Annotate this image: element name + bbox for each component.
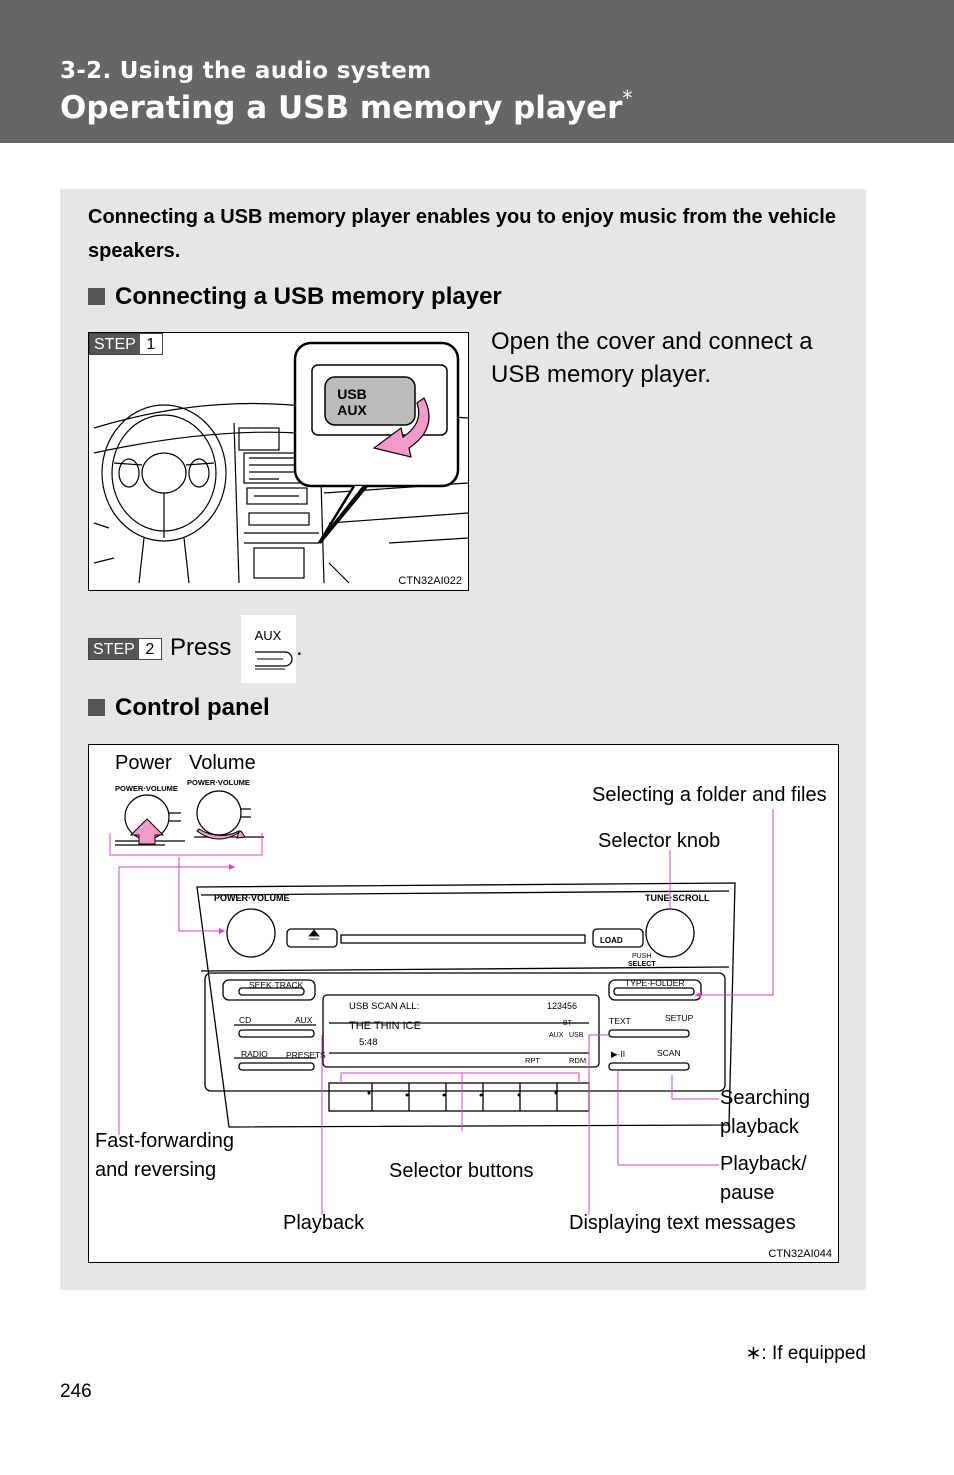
callout-selector-knob: Selector knob <box>598 830 721 852</box>
usb-port-label: USB <box>337 386 367 402</box>
callout-playback: Playback <box>283 1212 365 1234</box>
figure-code: CTN32AI022 <box>398 575 462 587</box>
audio-unit-illustration: POWER·VOLUME POWER·VOLUME <box>109 778 832 1260</box>
step-1-instruction: Open the cover and connect a USB memory … <box>491 328 813 388</box>
power-press-arrow-icon <box>129 818 165 845</box>
callout-playpause-line-1: Playback/ <box>720 1153 807 1175</box>
inset-power-volume-label-2: POWER·VOLUME <box>187 778 250 787</box>
select-label: SELECT <box>628 961 656 968</box>
step-badge-label: STEP <box>90 334 140 354</box>
callout-playpause-line-2: pause <box>720 1182 775 1204</box>
aux-button-illustration: AUX <box>241 615 296 683</box>
callout-fast-forwarding: Fast-forwarding and reversing <box>95 1127 234 1185</box>
step-badge-number: 1 <box>139 334 162 354</box>
unit-power-volume-label: POWER·VOLUME <box>214 893 290 903</box>
display-usb-tag: USB <box>569 1032 584 1039</box>
square-bullet-icon <box>88 288 105 305</box>
callout-searching-line-1: Searching <box>720 1087 811 1109</box>
callout-displaying-text: Displaying text messages <box>569 1212 796 1234</box>
callout-selecting-folder-files: Selecting a folder and files <box>592 784 827 806</box>
eject-icon <box>308 929 320 940</box>
callout-searching: Searching playback <box>720 1084 810 1142</box>
aux-button-label: AUX <box>255 628 282 643</box>
setup-button-label: SETUP <box>665 1013 694 1023</box>
if-equipped-mark: * <box>622 86 633 110</box>
callout-volume: Volume <box>189 752 256 774</box>
cd-button-label: CD <box>239 1015 251 1025</box>
open-cover-arrow-icon <box>372 397 430 458</box>
page-header: 3-2. Using the audio system Operating a … <box>0 0 954 143</box>
volume-rotate-arrow-icon <box>196 828 246 840</box>
text-button-label: TEXT <box>609 1016 631 1026</box>
aux-button-label-unit: AUX <box>295 1015 313 1025</box>
control-panel-heading: Control panel <box>88 694 270 722</box>
display-bt-tag: BT <box>563 1020 573 1027</box>
page-number: 246 <box>60 1381 92 1402</box>
step-badge-label: STEP <box>89 639 139 659</box>
radio-button-label: RADIO <box>241 1049 268 1059</box>
display-track-digits: 123456 <box>547 1001 577 1011</box>
callout-power: Power <box>115 752 172 774</box>
display-rdm-label: RDM <box>569 1056 586 1065</box>
aux-button-icon: AUX <box>255 628 293 670</box>
load-button-label: LOAD <box>600 936 623 945</box>
unit-tune-scroll-label: TUNE·SCROLL <box>645 893 710 903</box>
section-label: 3-2. Using the audio system <box>60 58 432 84</box>
display-aux-tag: AUX <box>549 1032 564 1039</box>
connecting-heading: Connecting a USB memory player <box>88 283 502 311</box>
display-line-1: USB SCAN ALL: <box>349 1001 419 1012</box>
page-title-text: Operating a USB memory player <box>60 90 623 126</box>
step-badge-number: 2 <box>138 639 161 659</box>
control-panel-heading-text: Control panel <box>115 694 270 721</box>
display-time: 5:48 <box>359 1037 378 1048</box>
aux-port-label: AUX <box>337 402 367 418</box>
presets-button-label: PRESETS <box>286 1050 326 1060</box>
control-panel-figure: POWER·VOLUME POWER·VOLUME <box>88 744 839 1263</box>
connecting-heading-text: Connecting a USB memory player <box>115 283 502 310</box>
type-folder-label: TYPE·FOLDER <box>625 978 685 988</box>
inset-power-volume-label-1: POWER·VOLUME <box>115 784 178 793</box>
figure-code-2: CTN32AI044 <box>768 1248 832 1260</box>
callout-selector-buttons: Selector buttons <box>389 1160 534 1182</box>
scan-button-label: SCAN <box>657 1048 681 1058</box>
square-bullet-icon <box>88 699 105 716</box>
callout-ff-line-1: Fast-forwarding <box>95 1130 234 1152</box>
press-text: Press <box>170 634 232 661</box>
footnote-if-equipped: ∗: If equipped <box>745 1343 866 1364</box>
push-label: PUSH <box>632 953 651 960</box>
display-line-2: THE THIN ICE <box>349 1020 421 1032</box>
step-2-period: . <box>296 634 303 661</box>
page-title: Operating a USB memory player* <box>60 86 632 126</box>
play-pause-button-label: ▶·II <box>611 1049 625 1059</box>
callout-searching-line-2: playback <box>720 1116 799 1138</box>
seek-track-label: SEEK·TRACK <box>249 980 304 990</box>
dashboard-illustration: USB AUX <box>93 341 469 584</box>
callout-play-pause: Playback/ pause <box>720 1150 807 1208</box>
callout-ff-line-2: and reversing <box>95 1159 217 1181</box>
intro-text: Connecting a USB memory player enables y… <box>88 206 836 262</box>
display-rpt-label: RPT <box>525 1056 540 1065</box>
